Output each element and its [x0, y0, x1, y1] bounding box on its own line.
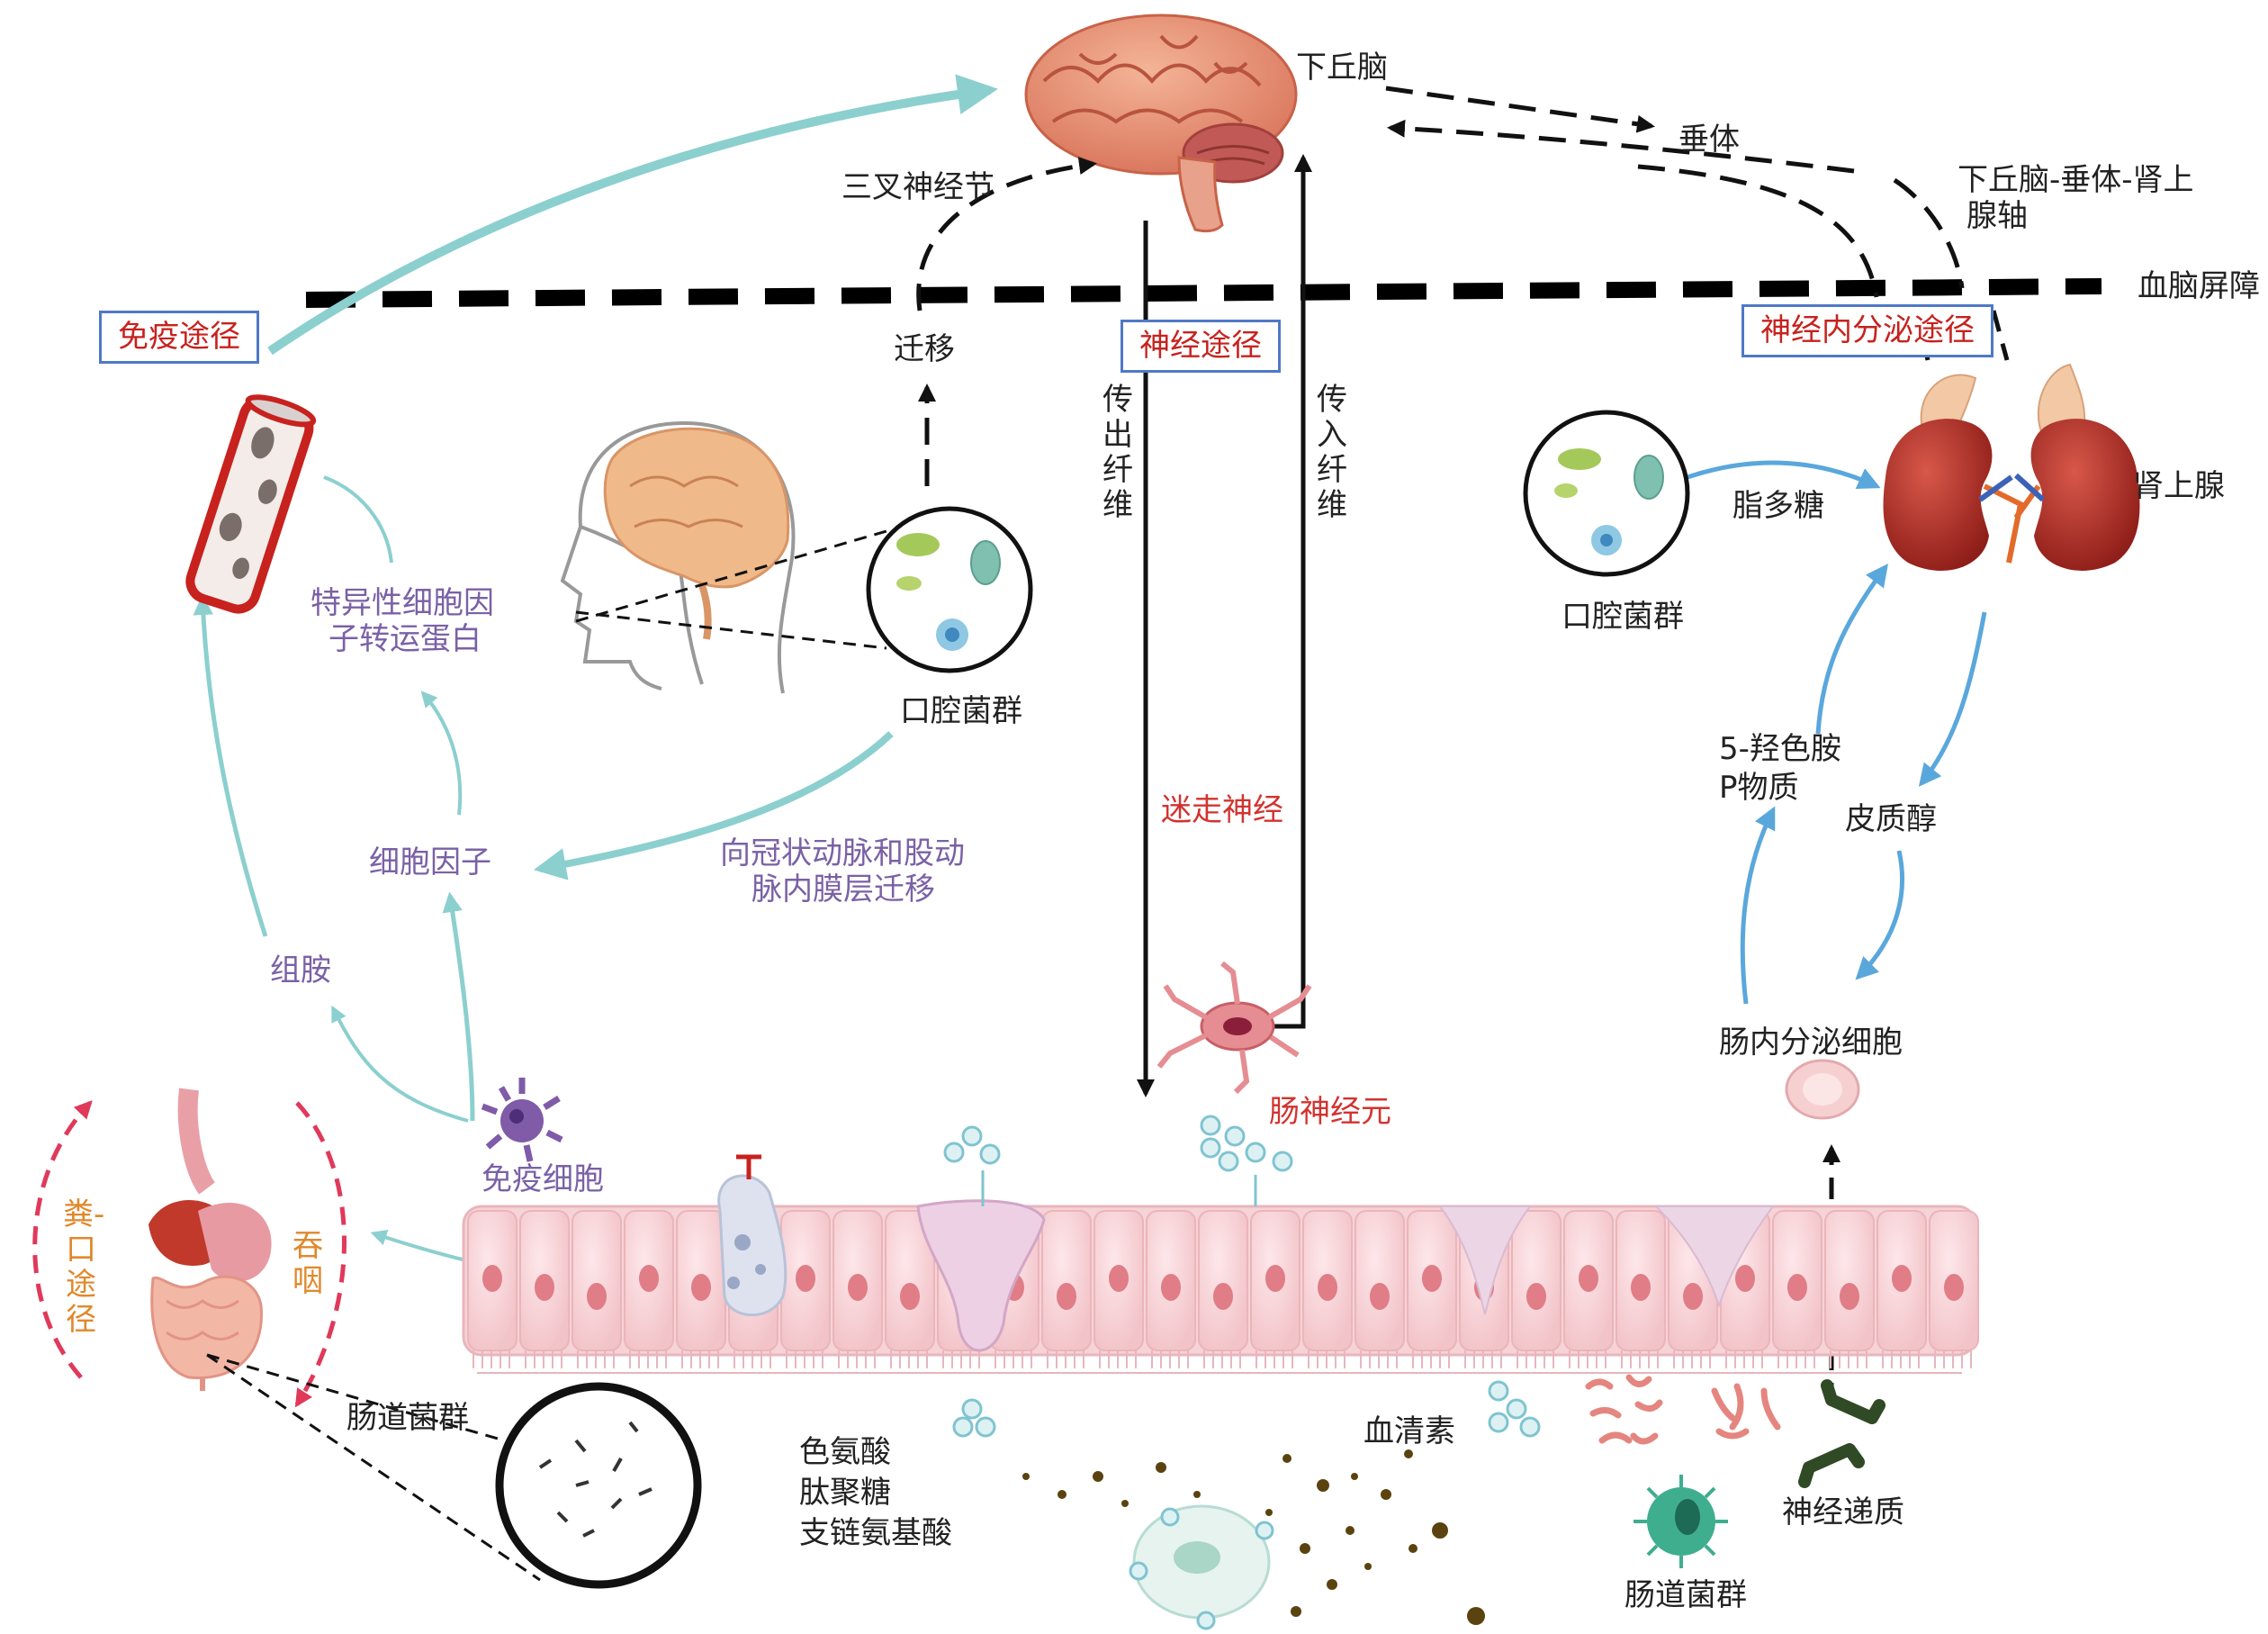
- hpa-axis-label-line2: 腺轴: [1966, 198, 2028, 234]
- oral-flora-circle-center: [866, 506, 1033, 673]
- coronary-migration-label-line1: 向冠状动脉和股动: [720, 835, 965, 871]
- serum-label: 血清素: [1364, 1413, 1455, 1449]
- gut-bacteria-illustration: [1585, 1374, 1781, 1445]
- gut-flora-left-label: 肠道菌群: [346, 1400, 469, 1436]
- cell-nucleus: [1579, 1265, 1598, 1292]
- vagus-nerve-label: 迷走神经: [1161, 792, 1283, 828]
- enteric-neuron-label: 肠神经元: [1269, 1094, 1391, 1130]
- neurotransmitter-glyphs: [1798, 1379, 1886, 1488]
- cytokine-transport-label-line1: 特异性细胞因: [310, 585, 494, 621]
- trigeminal-label: 三叉神经节: [842, 169, 994, 205]
- enteroendocrine-cell-label: 肠内分泌细胞: [1719, 1025, 1903, 1061]
- enteric-neuron-illustration: [1156, 961, 1312, 1095]
- cell-nucleus: [639, 1265, 659, 1292]
- cytokines-label: 细胞因子: [369, 844, 491, 880]
- immune-pathway-box: 免疫途径: [99, 311, 259, 364]
- kidney-illustration: [1883, 363, 2140, 571]
- epithelial-cell: [1198, 1210, 1248, 1351]
- cell-nucleus: [1892, 1265, 1912, 1292]
- metabolite-dots: [1022, 1449, 1485, 1625]
- swallow-label: 吞咽: [292, 1228, 323, 1300]
- serotonin-5ht-label: 5-羟色胺: [1719, 731, 1841, 767]
- cell-nucleus: [1631, 1274, 1651, 1301]
- oral-flora-circle-right: [1523, 410, 1690, 577]
- neuroendocrine-pathway-box: 神经内分泌途径: [1742, 304, 1994, 357]
- cortisol-label: 皮质醇: [1845, 801, 1937, 837]
- cell-nucleus: [482, 1265, 502, 1292]
- cell-nucleus: [1057, 1283, 1076, 1310]
- cell-nucleus: [900, 1283, 920, 1310]
- metabolites-label-line3: 支链氨基酸: [799, 1515, 952, 1551]
- blood-vessel-illustration: [185, 394, 317, 614]
- hpa-axis-label-line1: 下丘脑-垂体-肾上: [1958, 162, 2194, 198]
- fecal-oral-label: 粪-口途径: [63, 1196, 105, 1339]
- adrenal-label: 肾上腺: [2133, 468, 2225, 504]
- gut-bacterium-green: [1634, 1475, 1728, 1568]
- cell-nucleus: [1840, 1283, 1859, 1310]
- oral-flora-right-label: 口腔菌群: [1562, 599, 1684, 635]
- lps-label: 脂多糖: [1732, 488, 1824, 524]
- cell-nucleus: [691, 1274, 711, 1301]
- gut-flora-circle-left: [495, 1382, 702, 1589]
- metabolites-label-line1: 色氨酸: [799, 1434, 891, 1470]
- afferent-fiber-label: 传入纤维: [1317, 382, 1347, 524]
- neural-pathway-box: 神经途径: [1120, 320, 1281, 373]
- epithelial-cell: [1354, 1210, 1405, 1351]
- digestive-tract-illustration: [148, 1088, 272, 1391]
- oral-flora-center-label: 口腔菌群: [900, 693, 1022, 729]
- cell-nucleus: [1265, 1265, 1285, 1292]
- epithelial-cell: [1511, 1210, 1562, 1351]
- cell-nucleus: [1944, 1274, 1964, 1301]
- migration-label: 迁移: [894, 331, 955, 367]
- epithelial-cell: [1824, 1210, 1875, 1351]
- cell-nucleus: [1370, 1283, 1390, 1310]
- histamine-label: 组胺: [270, 952, 331, 989]
- molecule-bubbles: [943, 1115, 1541, 1438]
- metabolites-label-line2: 肽聚糖: [799, 1475, 891, 1511]
- cell-nucleus: [587, 1283, 607, 1310]
- bbb-label: 血脑屏障: [2138, 268, 2260, 304]
- cell-nucleus: [1109, 1265, 1129, 1292]
- bbb-line: [305, 278, 2102, 308]
- cell-nucleus: [1161, 1274, 1181, 1301]
- cell-nucleus: [1318, 1274, 1337, 1301]
- cell-nucleus: [1683, 1283, 1703, 1310]
- cell-nucleus: [796, 1265, 815, 1292]
- brain-illustration: [1024, 14, 1298, 233]
- neurotransmitter-label: 神经递质: [1782, 1494, 1904, 1530]
- immune-cells-label: 免疫细胞: [482, 1161, 604, 1197]
- coronary-migration-label-line2: 脉内膜层迁移: [752, 871, 935, 907]
- immune-cell-illustration: [481, 1078, 563, 1162]
- substance-p-label: P物质: [1719, 770, 1799, 806]
- cell-nucleus: [1526, 1283, 1546, 1310]
- cell-nucleus: [535, 1274, 554, 1301]
- hypothalamus-label: 下丘脑: [1296, 50, 1388, 86]
- cytokine-transport-label-line2: 子转运蛋白: [328, 621, 482, 657]
- epithelial-cell: [1041, 1210, 1092, 1351]
- intestinal-epithelium: [462, 1154, 1979, 1374]
- cell-nucleus: [1735, 1265, 1755, 1292]
- cell-nucleus: [1422, 1265, 1442, 1292]
- cell-nucleus: [1787, 1274, 1807, 1301]
- head-profile-illustration: [560, 420, 887, 694]
- cell-nucleus: [1213, 1283, 1233, 1310]
- cell-nucleus: [848, 1274, 868, 1301]
- efferent-fiber-label: 传出纤维: [1102, 382, 1133, 524]
- pituitary-label: 垂体: [1678, 122, 1740, 158]
- epithelial-cell: [572, 1210, 622, 1351]
- gut-flora-right-label: 肠道菌群: [1624, 1577, 1747, 1613]
